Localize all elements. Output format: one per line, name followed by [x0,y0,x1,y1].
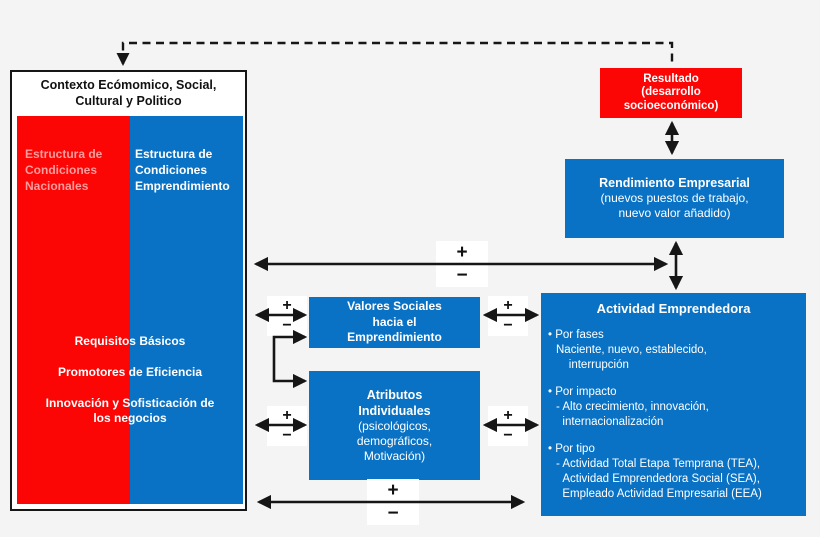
arrow-valores-atributos-bracket [272,329,308,389]
context-box-title: Contexto Ecómomico, Social, Cultural y P… [40,78,217,108]
national-conditions-label: Estructura de Condiciones Nacionales [25,147,103,193]
plus-sign: + [282,297,292,314]
plus-sign: + [503,297,513,314]
actividad-fases-body: Naciente, nuevo, establecido, interrupci… [556,344,707,371]
actividad-title: Actividad Emprendedora [596,301,751,316]
sign-chip-context-atributos: + − [267,406,307,446]
plus-sign: + [387,480,399,501]
actividad-section-tipo: • Por tipo - Actividad Total Etapa Tempr… [548,442,802,502]
entrepreneurship-conditions-label: Estructura de Condiciones Emprendimiento [135,147,230,193]
shared-item-innovacion: Innovación y Sofisticación de los negoci… [45,396,215,425]
resultado-subtitle: (desarrollo socioeconómico) [623,86,719,112]
rendimiento-box: Rendimiento Empresarial (nuevos puestos … [565,159,784,238]
rendimiento-subtitle: (nuevos puestos de trabajo, nuevo valor … [600,191,749,220]
actividad-sections: • Por fases Naciente, nuevo, establecido… [548,328,802,502]
minus-sign: − [503,427,513,444]
atributos-subtitle: (psicológicos, demográficos, Motivación) [356,419,433,463]
plus-sign: + [456,242,468,263]
actividad-section-impacto: • Por impacto - Alto crecimiento, innova… [548,385,802,430]
sign-chip-context-actividad: + − [367,479,419,525]
valores-box: Valores Sociales hacia el Emprendimiento [309,297,480,348]
shared-item-requisitos: Requisitos Básicos [74,334,186,348]
actividad-fases-heading: • Por fases [548,329,604,341]
plus-sign: + [503,407,513,424]
sign-chip-atributos-actividad: + − [488,406,528,446]
minus-sign: − [456,265,468,286]
atributos-title: Atributos Individuales [358,388,431,418]
shared-item-promotores: Promotores de Eficiencia [57,365,203,379]
minus-sign: − [387,503,399,524]
actividad-impacto-heading: • Por impacto [548,386,617,398]
actividad-tipo-heading: • Por tipo [548,443,595,455]
sign-chip-context-valores: + − [267,296,307,336]
actividad-box: Actividad Emprendedora • Por fases Nacie… [541,293,806,516]
arrow-resultado-to-context-dashed [116,41,674,67]
minus-sign: − [282,317,292,334]
sign-chip-valores-actividad: + − [488,296,528,336]
minus-sign: − [503,317,513,334]
atributos-box: Atributos Individuales (psicológicos, de… [309,371,480,480]
actividad-tipo-body: - Actividad Total Etapa Temprana (TEA), … [556,458,762,500]
plus-sign: + [282,407,292,424]
national-conditions-box [17,116,130,504]
context-shared-items: Requisitos Básicos Promotores de Eficien… [17,334,243,442]
actividad-section-fases: • Por fases Naciente, nuevo, establecido… [548,328,802,373]
rendimiento-title: Rendimiento Empresarial [599,176,750,190]
entrepreneurship-conditions-box [130,116,243,504]
minus-sign: − [282,427,292,444]
resultado-title: Resultado [643,72,699,85]
sign-chip-context-rendimiento: + − [436,241,488,287]
actividad-impacto-body: - Alto crecimiento, innovación, internac… [556,401,709,428]
valores-title: Valores Sociales hacia el Emprendimiento [347,299,442,345]
resultado-box: Resultado (desarrollo socioeconómico) [600,68,742,118]
